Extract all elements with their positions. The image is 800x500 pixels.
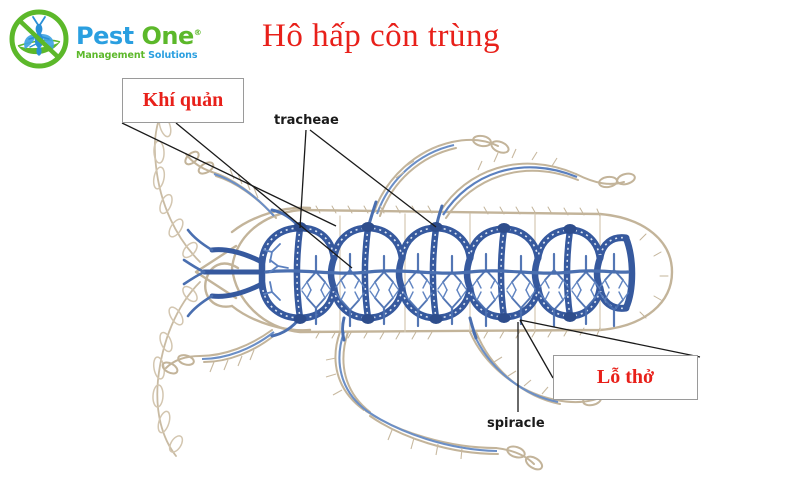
cephalic-tracheae bbox=[201, 247, 265, 299]
brand-wordmark: Pest One® Management Solutions bbox=[76, 20, 208, 62]
tagline-word-solutions: Solutions bbox=[148, 50, 198, 61]
spiracles bbox=[293, 222, 577, 324]
antennae bbox=[152, 95, 201, 457]
tracheal-network bbox=[182, 200, 636, 342]
leader-lo-tho-1 bbox=[519, 319, 554, 379]
callout-box-khi-quan[interactable]: Khí quản bbox=[122, 78, 244, 123]
brand-logo[interactable]: Pest One® Management Solutions bbox=[8, 8, 208, 70]
brand-name-line: Pest One® bbox=[76, 20, 208, 49]
median-connective bbox=[264, 269, 630, 275]
brand-word-pest: Pest bbox=[76, 22, 134, 50]
brand-word-one: One bbox=[141, 22, 194, 50]
leader-tracheae-1 bbox=[299, 129, 307, 229]
leader-lo-tho-2 bbox=[519, 319, 701, 358]
pest-control-leaf-insect-icon bbox=[8, 8, 70, 70]
callout-label-lo-tho: Lỗ thở bbox=[596, 366, 655, 388]
leader-khi-quan-1 bbox=[121, 122, 337, 227]
callout-box-lo-tho[interactable]: Lỗ thở bbox=[553, 355, 698, 400]
tagline-word-management: Management bbox=[76, 50, 145, 61]
body-hair-fringe bbox=[315, 205, 669, 340]
leader-tracheae-2 bbox=[309, 129, 437, 228]
registered-trademark-icon: ® bbox=[193, 28, 202, 37]
insect-legs bbox=[161, 134, 636, 471]
leader-khi-quan-2 bbox=[175, 122, 353, 269]
page-title: Hô hấp côn trùng bbox=[262, 18, 501, 54]
callout-label-khi-quan: Khí quản bbox=[142, 89, 224, 111]
leader-lines bbox=[121, 122, 701, 412]
tracheoles-thorax bbox=[263, 243, 289, 301]
diagram-label-spiracle: spiracle bbox=[487, 416, 545, 431]
diagram-label-tracheae: tracheae bbox=[274, 113, 339, 128]
brand-tagline: Management Solutions bbox=[76, 50, 208, 62]
